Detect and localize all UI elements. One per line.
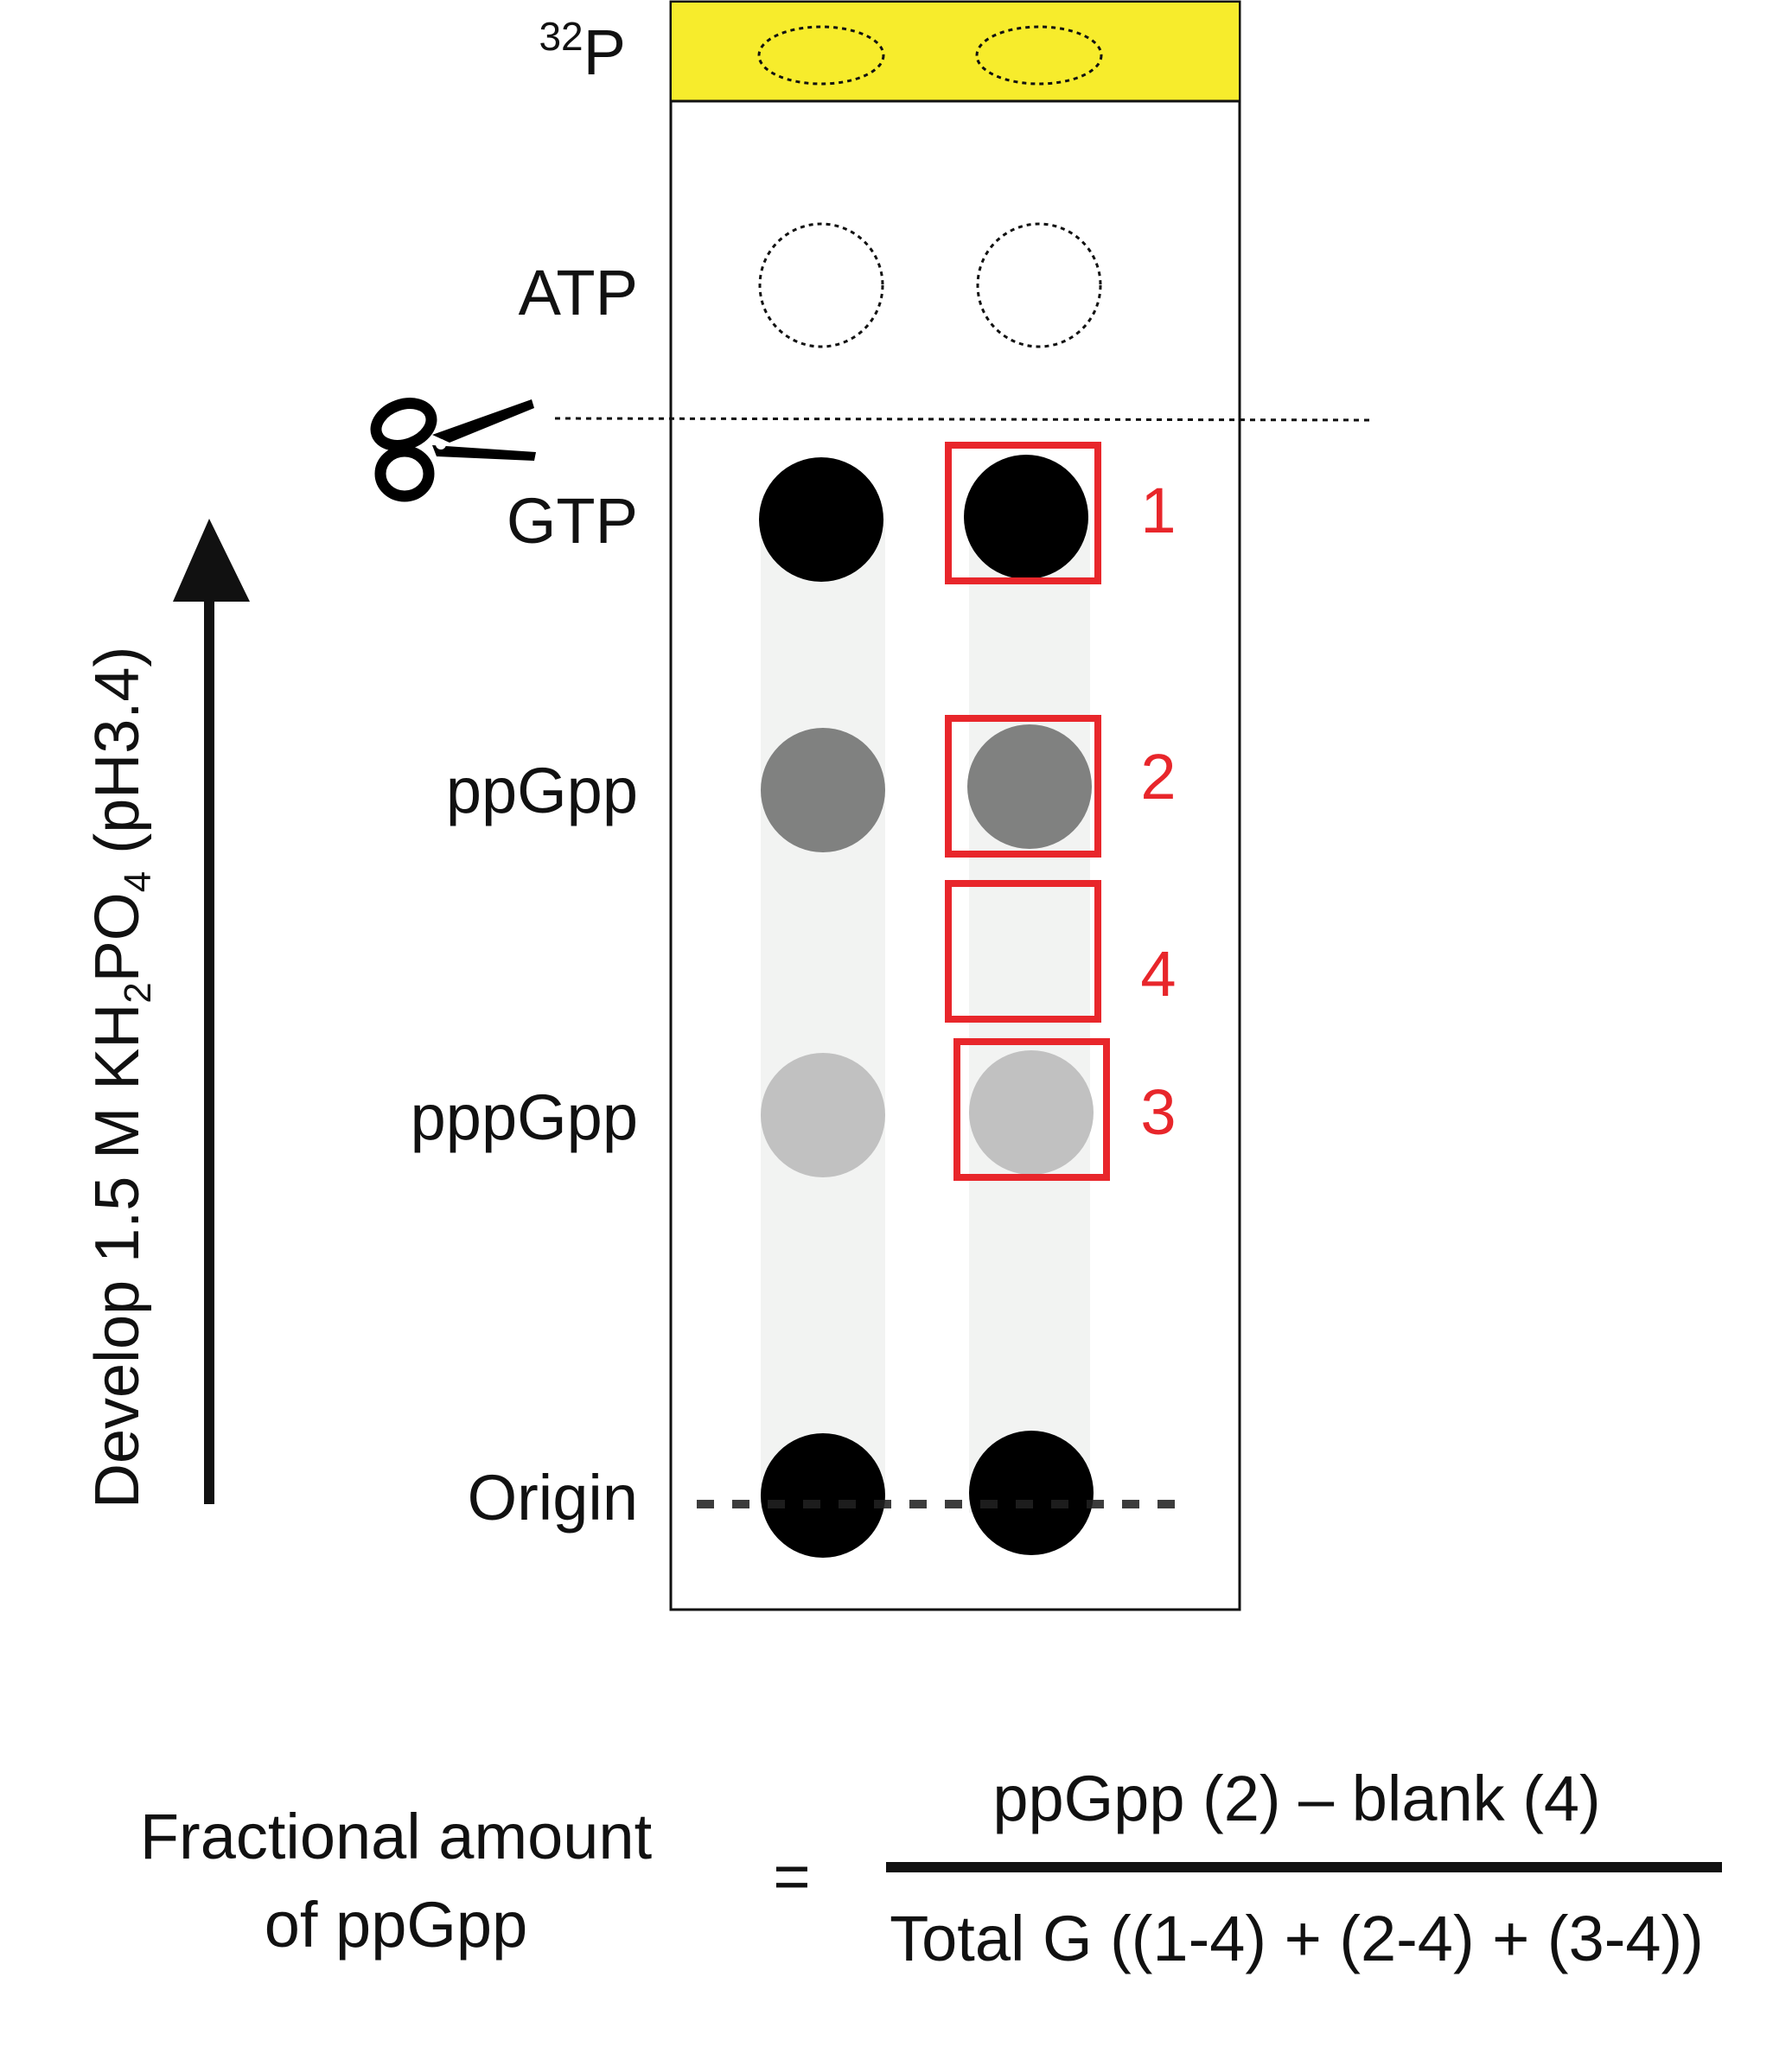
pppgpp-spot-lane2 bbox=[969, 1050, 1094, 1175]
lane1-track bbox=[761, 519, 885, 1513]
box-number-1: 1 bbox=[1140, 475, 1176, 546]
origin-spot-lane2 bbox=[969, 1431, 1094, 1555]
p32-spot-lane1 bbox=[757, 25, 885, 86]
cut-line bbox=[554, 417, 1375, 422]
p32-spot-lane2 bbox=[975, 25, 1103, 86]
box-4 bbox=[945, 880, 1101, 1023]
box-number-3: 3 bbox=[1140, 1076, 1176, 1148]
gtp-label: GTP bbox=[507, 485, 638, 557]
box-number-2: 2 bbox=[1140, 741, 1176, 813]
formula-denominator: Total G ((1-4) + (2-4) + (3-4)) bbox=[890, 1903, 1704, 1974]
box-3 bbox=[953, 1038, 1110, 1181]
develop-label: Develop 1.5 M KH2PO4 (pH3.4) bbox=[83, 647, 159, 1508]
formula-lhs-line2: of ppGpp bbox=[265, 1889, 527, 1961]
atp-label: ATP bbox=[519, 257, 638, 328]
scissors-icon bbox=[370, 398, 536, 502]
atp-spot-lane1 bbox=[758, 222, 884, 348]
gtp-spot-lane2 bbox=[964, 455, 1088, 579]
box-number-4: 4 bbox=[1140, 938, 1176, 1010]
pppgpp-spot-lane1 bbox=[761, 1053, 885, 1177]
ppgpp-spot-lane1 bbox=[761, 728, 885, 852]
p32-label: 32P bbox=[539, 14, 626, 88]
gtp-spot-lane1 bbox=[759, 457, 883, 582]
origin-label: Origin bbox=[468, 1462, 638, 1534]
box-1 bbox=[945, 442, 1101, 584]
ppgpp-spot-lane2 bbox=[967, 724, 1092, 849]
formula-numerator: ppGpp (2) – blank (4) bbox=[992, 1763, 1600, 1834]
atp-spot-lane2 bbox=[976, 222, 1102, 348]
formula-equals: = bbox=[773, 1840, 810, 1912]
box-2 bbox=[945, 715, 1101, 858]
origin-spot-lane1 bbox=[761, 1433, 885, 1558]
p32-band bbox=[672, 3, 1239, 101]
formula-lhs-line1: Fractional amount bbox=[140, 1801, 653, 1872]
pppgpp-label: pppGpp bbox=[411, 1081, 638, 1153]
develop-arrow-icon bbox=[173, 519, 250, 1504]
ppgpp-label: ppGpp bbox=[446, 755, 638, 826]
